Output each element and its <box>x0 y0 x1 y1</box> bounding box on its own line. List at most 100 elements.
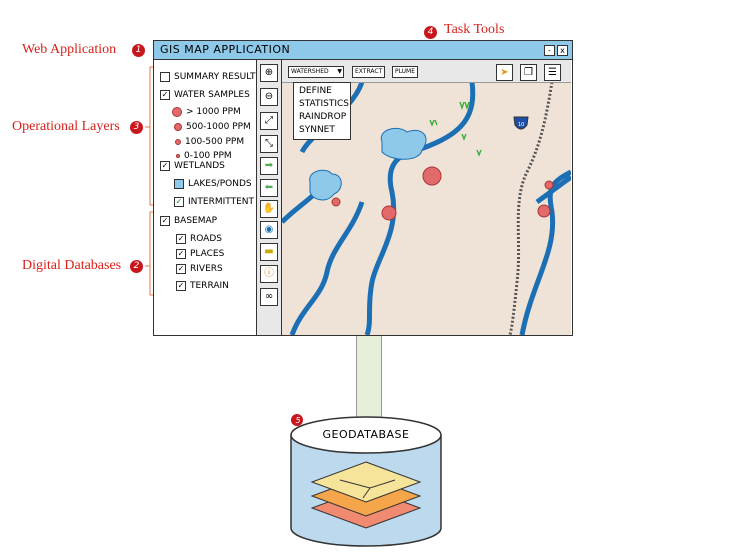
badge-1: 1 <box>132 44 145 57</box>
menu-item-define[interactable]: DEFINE <box>299 86 332 96</box>
task-toolbar: WATERSHED ▼ EXTRACT PLUME ➤ ❐ ☰ <box>282 60 571 83</box>
checkbox[interactable] <box>160 72 170 82</box>
web-application-label: Web Application <box>22 42 117 57</box>
sample-dot-icon <box>174 123 182 131</box>
lake-swatch-icon <box>174 179 184 189</box>
checkbox[interactable]: ✓ <box>160 161 170 171</box>
layer-label: INTERMITTENT <box>188 197 254 207</box>
sample-point[interactable] <box>422 166 442 186</box>
layer-label: WATER SAMPLES <box>174 90 250 100</box>
full-extent-icon[interactable]: ⤢ <box>260 112 278 130</box>
back-icon[interactable]: ⬅ <box>260 179 278 197</box>
layer-label: SUMMARY RESULT <box>174 72 256 82</box>
badge-2: 2 <box>130 260 143 273</box>
globe-icon[interactable]: ◉ <box>260 221 278 239</box>
watershed-dropdown[interactable]: WATERSHED ▼ <box>288 66 344 78</box>
layer-panel: SUMMARY RESULT ✓ WATER SAMPLES > 1000 PPM… <box>154 60 257 335</box>
layer-label: RIVERS <box>190 264 223 274</box>
legend-ppm3: 100-500 PPM <box>175 137 244 147</box>
tool-column: ⊕ ⊖ ⤢ ⤡ ➡ ⬅ ✋ ◉ ▬ ⓘ ∞ <box>257 60 282 335</box>
watershed-menu: DEFINE STATISTICS RAINDROP SYNNET <box>293 82 351 140</box>
river <box>289 201 365 335</box>
layer-intermittent[interactable]: ✓ INTERMITTENT <box>174 197 254 207</box>
highway-number: 10 <box>518 122 524 128</box>
legend-ppm4: 0-100 PPM <box>176 151 232 161</box>
info-icon[interactable]: ⓘ <box>260 265 278 283</box>
geodatabase-cylinder <box>290 414 442 547</box>
layer-plane <box>310 461 422 503</box>
sample-point[interactable] <box>544 180 554 190</box>
sample-point[interactable] <box>537 204 551 218</box>
legend-label: 500-1000 PPM <box>186 122 251 132</box>
layer-roads[interactable]: ✓ROADS <box>176 234 222 244</box>
binoculars-icon[interactable]: ∞ <box>260 288 278 306</box>
layer-terrain[interactable]: ✓TERRAIN <box>176 281 229 291</box>
layer-label: WETLANDS <box>174 161 225 171</box>
river <box>535 174 571 205</box>
geodatabase-label: GEODATABASE <box>322 428 410 441</box>
checkbox[interactable]: ✓ <box>176 281 186 291</box>
sample-point[interactable] <box>381 205 397 221</box>
task-tools-label: Task Tools <box>444 22 505 37</box>
menu-item-raindrop[interactable]: RAINDROP <box>299 112 347 122</box>
extract-button[interactable]: EXTRACT <box>352 66 386 78</box>
legend-label: 0-100 PPM <box>184 151 232 161</box>
layer-places[interactable]: ✓PLACES <box>176 249 224 259</box>
gis-app-window: GIS MAP APPLICATION - x SUMMARY RESULT ✓… <box>153 40 573 336</box>
copy-icon[interactable]: ❐ <box>520 64 537 81</box>
highway-shield-icon <box>513 116 529 130</box>
sample-dot-icon <box>175 139 181 145</box>
legend-label: > 1000 PPM <box>186 107 241 117</box>
title-bar: GIS MAP APPLICATION <box>154 41 572 60</box>
highway-road <box>508 82 554 335</box>
grass-icon <box>429 119 438 127</box>
legend-label: 100-500 PPM <box>185 137 245 147</box>
wetland-swatch-icon: ✓ <box>174 197 184 207</box>
grass-icon <box>476 149 482 157</box>
layer-water-samples[interactable]: ✓ WATER SAMPLES <box>160 90 250 100</box>
menu-item-statistics[interactable]: STATISTICS <box>299 99 349 109</box>
measure-icon[interactable]: ▬ <box>260 243 278 261</box>
dropdown-value: WATERSHED <box>291 68 329 75</box>
layer-basemap[interactable]: ✓ BASEMAP <box>160 216 217 226</box>
checkbox[interactable]: ✓ <box>160 90 170 100</box>
checkbox[interactable]: ✓ <box>176 264 186 274</box>
connection-pole <box>356 336 382 426</box>
layer-summary[interactable]: SUMMARY RESULT <box>160 72 256 82</box>
forward-icon[interactable]: ➡ <box>260 157 278 175</box>
map-view[interactable]: 10 WATERSHED ▼ EXTRACT PLUME ➤ ❐ ☰ DEFINE… <box>282 60 571 335</box>
badge-3: 3 <box>130 121 143 134</box>
zoom-extent-icon[interactable]: ⤡ <box>260 135 278 153</box>
layer-label: BASEMAP <box>174 216 218 226</box>
checkbox[interactable]: ✓ <box>176 234 186 244</box>
plume-button[interactable]: PLUME <box>392 66 419 78</box>
digital-databases-label: Digital Databases <box>22 258 122 273</box>
river <box>364 82 476 335</box>
zoom-out-icon[interactable]: ⊖ <box>260 88 278 106</box>
badge-5-number: 5 <box>295 416 301 425</box>
chevron-down-icon: ▼ <box>337 68 342 75</box>
sample-dot-icon <box>172 107 182 117</box>
river <box>519 169 571 335</box>
checkbox[interactable]: ✓ <box>176 249 186 259</box>
checkbox[interactable]: ✓ <box>160 216 170 226</box>
pan-hand-icon[interactable]: ✋ <box>260 200 278 218</box>
sample-dot-icon <box>176 154 180 158</box>
select-arrow-icon[interactable]: ➤ <box>496 64 513 81</box>
grass-icon <box>461 133 467 141</box>
layer-lakes[interactable]: LAKES/PONDS <box>174 179 252 189</box>
layer-wetlands[interactable]: ✓ WETLANDS <box>160 161 225 171</box>
operational-layers-label: Operational Layers <box>12 119 120 134</box>
list-icon[interactable]: ☰ <box>544 64 561 81</box>
zoom-in-icon[interactable]: ⊕ <box>260 64 278 82</box>
layer-label: LAKES/PONDS <box>188 179 252 189</box>
menu-item-synnet[interactable]: SYNNET <box>299 125 335 135</box>
lake <box>309 169 342 201</box>
sample-point[interactable] <box>331 197 341 207</box>
minimize-button[interactable]: - <box>544 45 555 56</box>
legend-ppm1: > 1000 PPM <box>172 107 241 117</box>
badge-4: 4 <box>424 26 437 39</box>
layer-rivers[interactable]: ✓ RIVERS <box>176 264 223 274</box>
lake <box>380 127 427 160</box>
close-button[interactable]: x <box>557 45 568 56</box>
